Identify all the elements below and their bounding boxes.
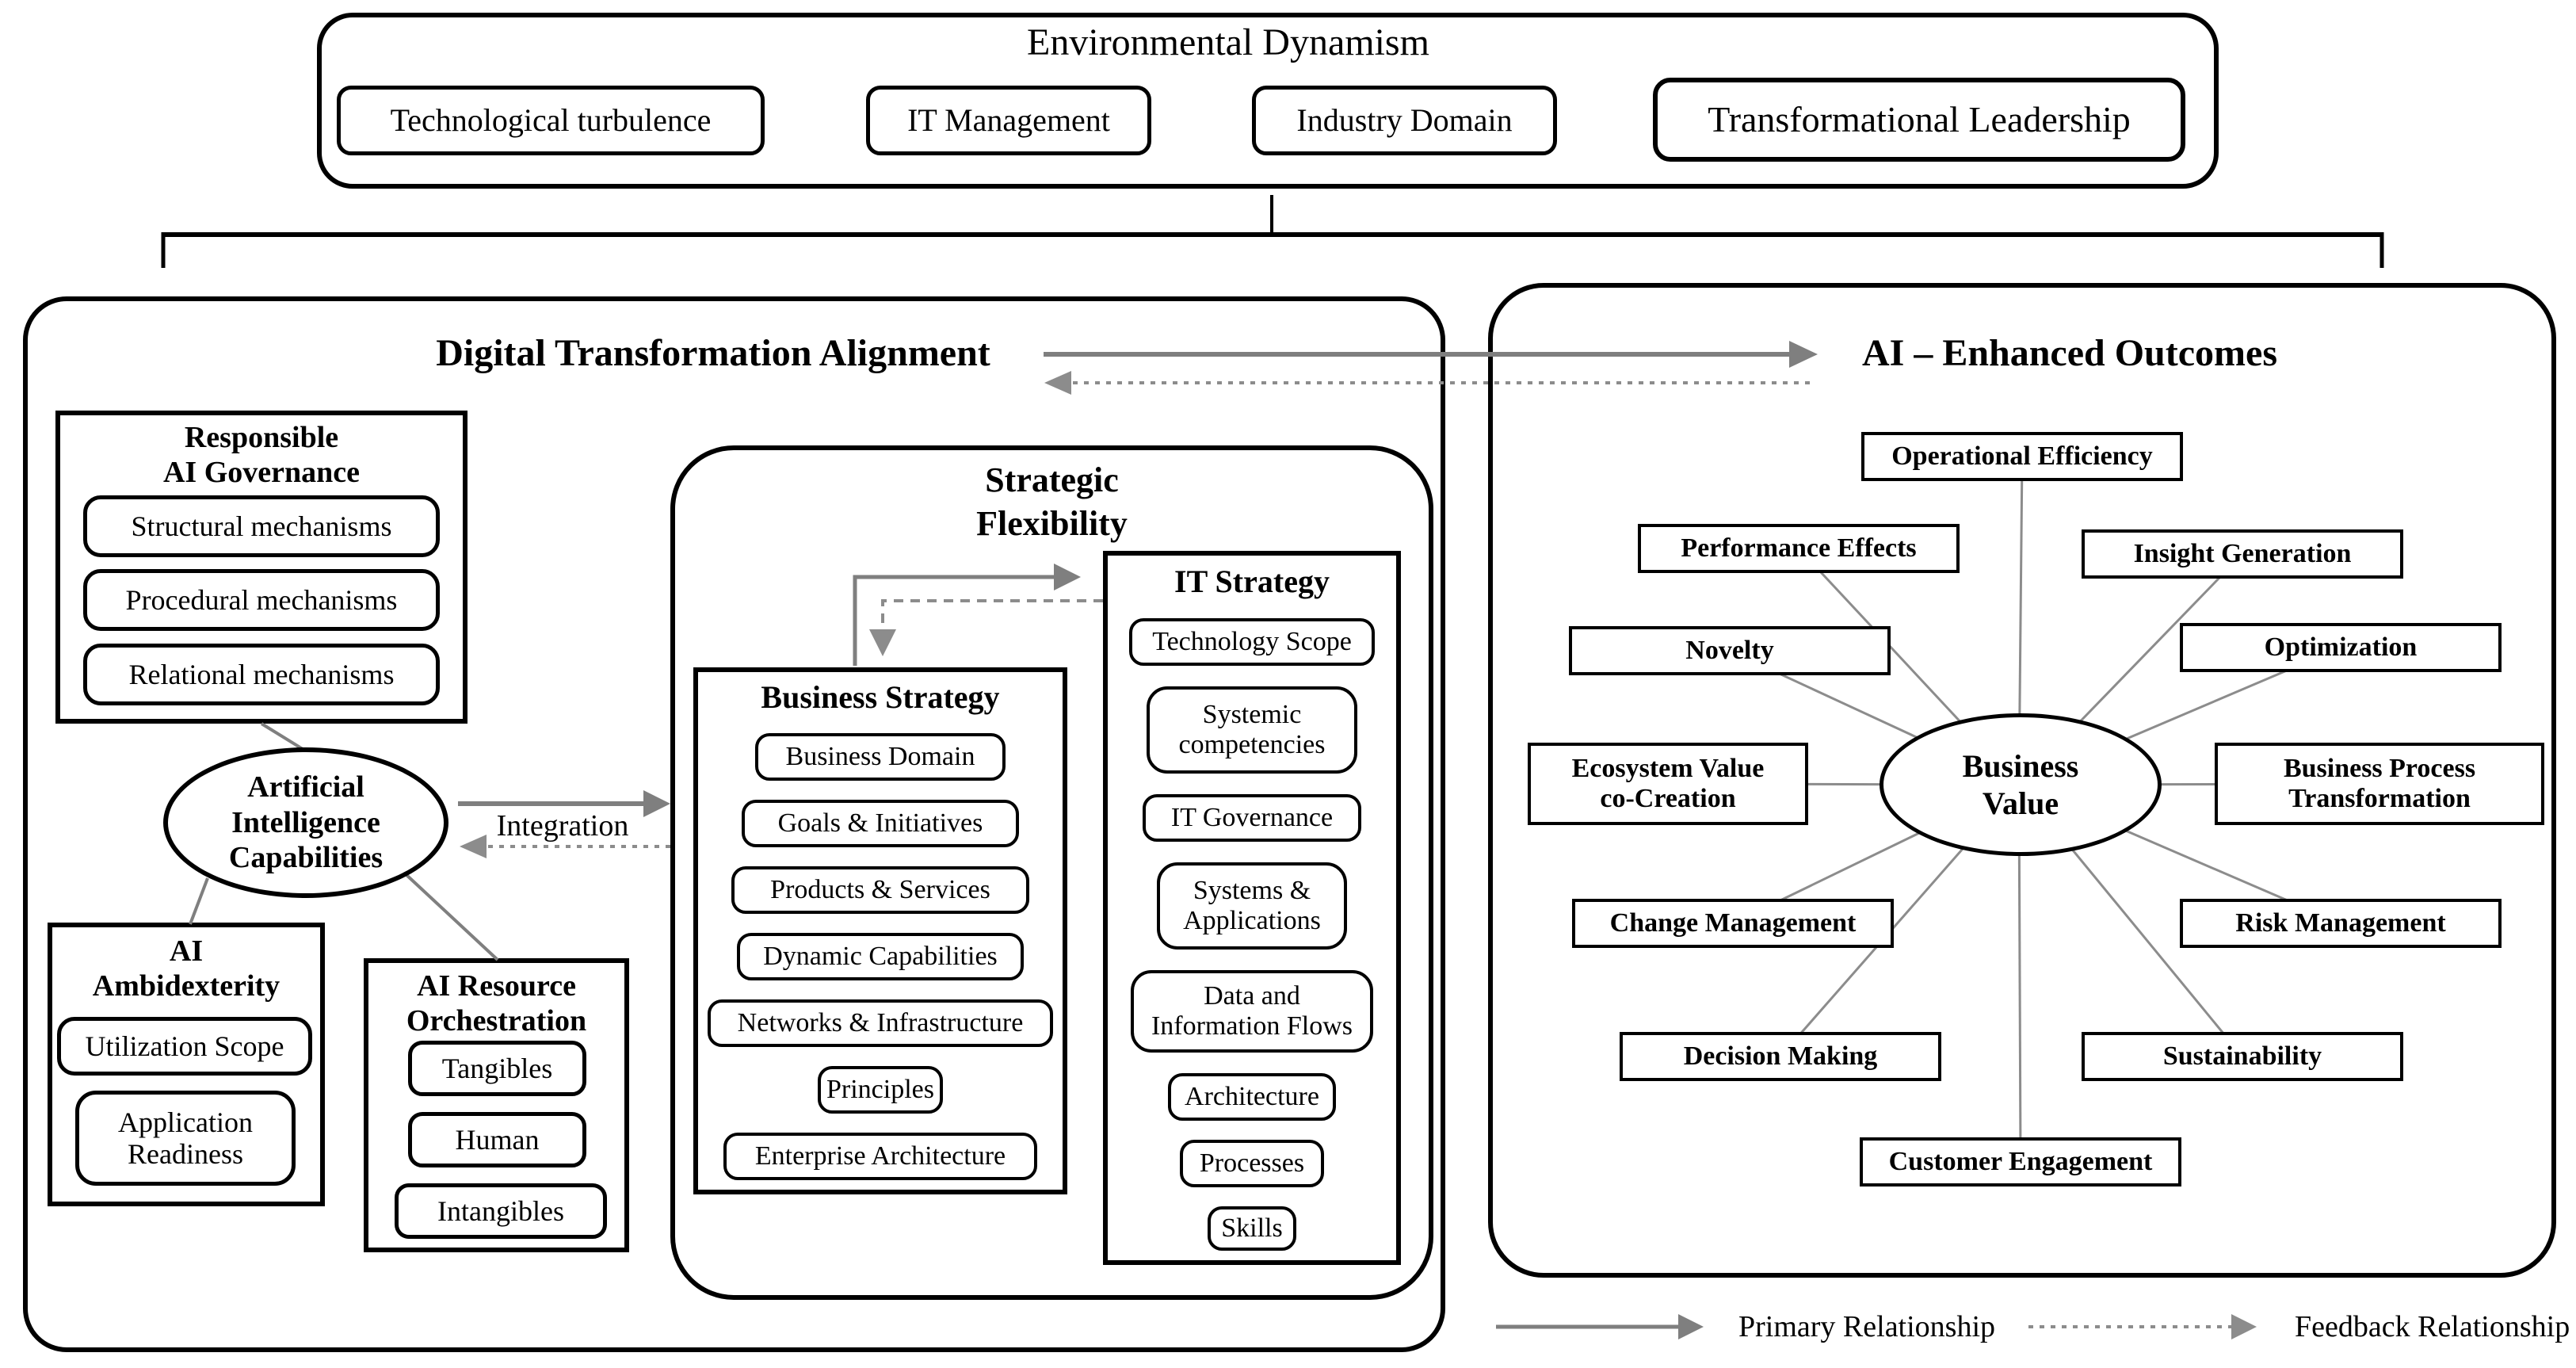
arrowhead-left-icon [460,835,487,858]
outcome-optimization: Optimization [2180,623,2502,672]
digital-transformation-alignment-title: Digital Transformation Alignment [436,332,990,374]
integration-label: Integration [496,809,629,843]
it-item-systems-applications: Systems & Applications [1157,862,1347,950]
it-item-technology-scope: Technology Scope [1129,618,1375,666]
governance-item-relational: Relational mechanisms [83,644,440,705]
bs-item-goals-initiatives: Goals & Initiatives [742,800,1019,847]
it-to-bs-feedback-arrow [869,599,1103,656]
arrowhead-right-icon [1678,1314,1704,1339]
outcome-novelty: Novelty [1569,626,1891,675]
governance-title-line2: AI Governance [162,456,361,489]
outcome-change-management: Change Management [1572,899,1894,948]
arrowhead-right-icon [1054,564,1081,590]
bs-item-enterprise-architecture: Enterprise Architecture [723,1133,1037,1180]
responsible-ai-governance-title: Responsible AI Governance [55,420,467,490]
it-item-data-information-flows: Data and Information Flows [1131,970,1373,1053]
it-item-architecture: Architecture [1168,1073,1336,1121]
outcome-business-process-transformation: Business Process Transformation [2215,743,2544,825]
ambidexterity-item-application-readiness: Application Readiness [75,1091,296,1186]
sf-title-line1: Strategic [985,460,1119,499]
ai-enhanced-outcomes-panel [1488,283,2556,1278]
ai-cap-line2: Intelligence [231,805,380,839]
environmental-dynamism-panel [317,13,2219,189]
title-feedback-arrow [1044,371,1810,395]
legend-primary-relationship-label: Primary Relationship [1738,1310,1996,1343]
it-strategy-title: IT Strategy [1174,564,1330,599]
strategic-flexibility-panel [670,445,1433,1300]
integration-primary-arrow [458,790,670,817]
ai-ambidexterity-box [48,923,325,1206]
ai-resource-orchestration-title: AI Resource Orchestration [364,969,629,1038]
business-value-line2: Value [1982,785,2059,821]
title-primary-arrow [1044,341,1818,368]
it-item-it-governance: IT Governance [1143,794,1361,842]
outcome-ecosystem-value-co-creation: Ecosystem Value co-Creation [1528,743,1808,825]
bs-item-products-services: Products & Services [731,866,1029,914]
bs-item-networks-infrastructure: Networks & Infrastructure [708,999,1053,1047]
resource-title-line2: Orchestration [406,1004,587,1037]
ai-enhanced-outcomes-title: AI – Enhanced Outcomes [1861,332,2278,374]
env-item-industry-domain: Industry Domain [1252,86,1557,155]
outcome-sustainability: Sustainability [2082,1032,2403,1081]
digital-transformation-alignment-panel [23,296,1445,1352]
arrowhead-right-icon [643,790,670,817]
arrowhead-right-icon [1789,341,1818,368]
arrowhead-down-icon [869,629,896,656]
it-item-systemic-competencies: Systemic competencies [1147,686,1357,774]
sf-title-line2: Flexibility [976,504,1128,543]
outcome-insight-generation: Insight Generation [2082,529,2403,579]
environmental-dynamism-title: Environmental Dynamism [1027,21,1429,63]
env-item-transformational-leadership: Transformational Leadership [1653,78,2185,162]
governance-item-procedural: Procedural mechanisms [83,569,440,631]
env-item-it-management: IT Management [866,86,1151,155]
it-item-processes: Processes [1180,1140,1324,1187]
business-strategy-box [693,667,1067,1194]
business-strategy-title: Business Strategy [761,679,1000,715]
resource-title-line1: AI Resource [417,969,576,1003]
bs-item-business-domain: Business Domain [755,733,1006,781]
business-value-ellipse: Business Value [1880,713,2162,856]
it-strategy-box [1103,551,1401,1265]
bs-item-dynamic-capabilities: Dynamic Capabilities [737,933,1024,980]
legend-feedback-relationship-label: Feedback Relationship [2295,1310,2570,1343]
ambidexterity-title-line1: AI [169,934,204,968]
bs-to-it-primary-arrow [853,564,1081,666]
ai-cap-line3: Capabilities [228,841,384,875]
responsible-ai-governance-box [55,411,467,724]
strategic-flexibility-title: Strategic Flexibility [670,458,1433,545]
ambidexterity-title-line2: Ambidexterity [92,969,280,1003]
business-value-line1: Business [1962,747,2079,784]
governance-item-structural: Structural mechanisms [83,495,440,557]
outcome-customer-engagement: Customer Engagement [1860,1137,2181,1186]
legend-feedback-arrow [2028,1314,2257,1339]
resource-item-tangibles: Tangibles [408,1041,586,1096]
outcome-operational-efficiency: Operational Efficiency [1861,432,2183,481]
arrowhead-right-icon [2231,1314,2257,1339]
legend-primary-arrow [1496,1314,1704,1339]
ai-capabilities-ellipse: Artificial Intelligence Capabilities [163,747,448,898]
governance-title-line1: Responsible [184,421,339,454]
brace [161,195,2384,268]
ai-ambidexterity-title: AI Ambidexterity [48,934,325,1003]
ambidexterity-item-utilization-scope: Utilization Scope [57,1017,312,1076]
arrowhead-left-icon [1044,371,1071,395]
bs-item-principles: Principles [818,1066,943,1114]
outcome-risk-management: Risk Management [2180,899,2502,948]
it-item-skills: Skills [1208,1206,1296,1251]
outcome-performance-effects: Performance Effects [1638,524,1960,573]
resource-item-intangibles: Intangibles [395,1183,607,1239]
ai-cap-line1: Artificial [247,770,364,804]
integration-feedback-arrow [460,835,670,858]
env-item-technological-turbulence: Technological turbulence [337,86,765,155]
resource-item-human: Human [408,1112,586,1167]
outcome-decision-making: Decision Making [1620,1032,1941,1081]
